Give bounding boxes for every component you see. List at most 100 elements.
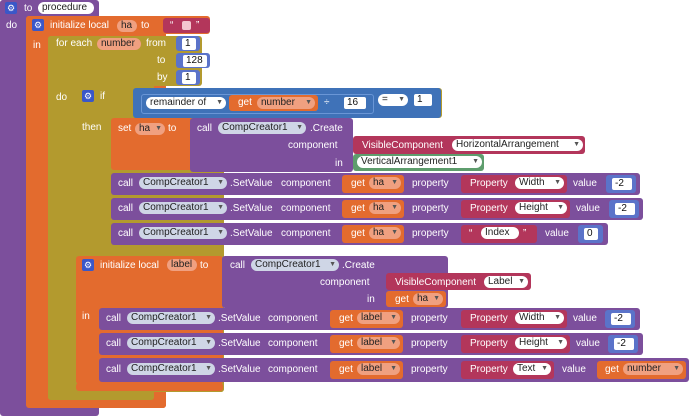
row3-var-dropdown[interactable]: ha▼ — [369, 227, 401, 239]
vertical-arrangement-text: VerticalArrangement1 — [361, 156, 458, 167]
get-var-dropdown[interactable]: number▼ — [257, 97, 315, 109]
chevron-down-icon: ▼ — [305, 99, 312, 106]
row3-text-field[interactable]: Index — [481, 227, 519, 239]
label-create-comp-dropdown[interactable]: CompCreator1▼ — [251, 259, 339, 271]
equals-value[interactable]: 1 — [414, 94, 432, 106]
empty-string-field[interactable] — [182, 21, 191, 30]
row4-num-value[interactable]: -2 — [611, 313, 631, 325]
create-comp-text: CompCreator1 — [222, 122, 288, 133]
row5-prop-dropdown[interactable]: Height▼ — [515, 337, 567, 349]
from-number-value[interactable]: 1 — [182, 38, 196, 50]
row6-var-dropdown[interactable]: label▼ — [357, 363, 400, 375]
remainder-op-text: remainder of — [150, 97, 207, 108]
then-label: then — [82, 122, 102, 133]
row2-comp-text: CompCreator1 — [143, 202, 209, 213]
row2-num-value[interactable]: -2 — [615, 203, 635, 215]
divisor-value[interactable]: 16 — [344, 97, 366, 109]
init-label-var-name[interactable]: label — [167, 259, 197, 271]
for-each-do-label: do — [56, 92, 68, 103]
init-label-bottom-bar — [76, 383, 223, 391]
row6-method: .SetValue — [218, 364, 261, 375]
row1-get: get — [351, 178, 365, 189]
vertical-arrangement-dropdown[interactable]: VerticalArrangement1▼ — [357, 156, 482, 168]
init-ha-gear-icon[interactable]: ⚙ — [32, 19, 44, 31]
row5-comp-dropdown[interactable]: CompCreator1▼ — [127, 337, 215, 349]
row1-var-dropdown[interactable]: ha ▼ — [369, 177, 401, 189]
chevron-down-icon: ▼ — [296, 124, 303, 131]
row3-comp-text: CompCreator1 — [143, 227, 209, 238]
row2-call: call — [118, 203, 134, 214]
label-kind-dropdown[interactable]: Label ▼ — [484, 276, 528, 288]
chevron-down-icon: ▼ — [391, 179, 398, 186]
row2-prop-kind: Property — [470, 203, 508, 214]
row4-method: .SetValue — [218, 313, 261, 324]
row1-prop-kind: Property — [470, 178, 508, 189]
procedure-name-field[interactable]: procedure — [38, 2, 94, 14]
row2-component: component — [281, 203, 331, 214]
label-get-var-dropdown[interactable]: ha▼ — [413, 293, 443, 305]
text-quote-right: ” — [196, 20, 200, 31]
row3-comp-dropdown[interactable]: CompCreator1▼ — [139, 227, 227, 239]
procedure-gear-icon[interactable]: ⚙ — [5, 2, 17, 14]
for-each-var-name[interactable]: number — [97, 38, 141, 50]
chevron-down-icon: ▼ — [391, 204, 398, 211]
label-kind-text: Label — [488, 276, 513, 287]
row6-prop-kind: Property — [470, 364, 508, 375]
row3-call: call — [118, 228, 134, 239]
row1-var-text: ha — [373, 177, 385, 188]
row2-comp-dropdown[interactable]: CompCreator1▼ — [139, 202, 227, 214]
row5-call: call — [106, 338, 122, 349]
row3-component: component — [281, 228, 331, 239]
chevron-down-icon: ▼ — [391, 229, 398, 236]
row2-prop-dropdown[interactable]: Height▼ — [515, 202, 567, 214]
row1-comp-dropdown[interactable]: CompCreator1▼ — [139, 177, 227, 189]
row2-var-dropdown[interactable]: ha▼ — [369, 202, 401, 214]
row6-prop-dropdown[interactable]: Text▼ — [513, 363, 551, 375]
row2-value: value — [576, 203, 600, 214]
init-label-in-kw: in — [82, 311, 90, 322]
row6-prop-text: Text — [517, 363, 536, 374]
row4-comp-dropdown[interactable]: CompCreator1▼ — [127, 312, 215, 324]
row6-comp-text: CompCreator1 — [131, 363, 197, 374]
arrangement-dropdown[interactable]: HorizontalArrangement ▼ — [452, 139, 583, 151]
row2-method: .SetValue — [230, 203, 273, 214]
chevron-down-icon: ▼ — [390, 339, 397, 346]
remainder-op-dropdown[interactable]: remainder of ▼ — [146, 97, 226, 109]
chevron-down-icon: ▼ — [216, 99, 223, 106]
create-comp-dropdown[interactable]: CompCreator1 ▼ — [218, 122, 306, 134]
row1-comp-text: CompCreator1 — [143, 177, 209, 188]
if-gear-icon[interactable]: ⚙ — [82, 90, 94, 102]
by-number-value[interactable]: 1 — [182, 72, 196, 84]
row4-var-dropdown[interactable]: label▼ — [357, 312, 400, 324]
to-number-value[interactable]: 128 — [183, 55, 207, 67]
row6-comp-dropdown[interactable]: CompCreator1▼ — [127, 363, 215, 375]
label-create-call: call — [230, 260, 246, 271]
label-create-method: .Create — [342, 260, 375, 271]
chevron-down-icon: ▼ — [433, 295, 440, 302]
get-label: get — [238, 97, 252, 108]
create-method-label: .Create — [310, 123, 343, 134]
init-label-gear-icon[interactable]: ⚙ — [82, 259, 94, 271]
chevron-down-icon: ▼ — [518, 278, 525, 285]
arrangement-text: HorizontalArrangement — [456, 139, 559, 150]
row1-num-value[interactable]: -2 — [612, 178, 632, 190]
row5-num-value[interactable]: -2 — [614, 338, 634, 350]
row5-var-dropdown[interactable]: label▼ — [357, 337, 400, 349]
row1-prop-dropdown[interactable]: Width▼ — [515, 177, 564, 189]
divide-symbol: ÷ — [324, 97, 330, 108]
row4-comp-text: CompCreator1 — [131, 312, 197, 323]
set-var-dropdown[interactable]: ha▼ — [135, 123, 165, 135]
row2-get: get — [351, 203, 365, 214]
row1-property: property — [412, 178, 449, 189]
row3-value: value — [545, 228, 569, 239]
chevron-down-icon: ▼ — [573, 141, 580, 148]
row3-num-value[interactable]: 0 — [584, 228, 598, 240]
chevron-down-icon: ▼ — [155, 125, 162, 132]
row1-prop-text: Width — [519, 177, 545, 188]
row6-get2-var-dropdown[interactable]: number▼ — [623, 363, 683, 375]
row4-prop-dropdown[interactable]: Width▼ — [515, 312, 564, 324]
row4-property: property — [411, 313, 448, 324]
row3-property: property — [412, 228, 449, 239]
equals-op-dropdown[interactable]: =▼ — [378, 94, 408, 106]
init-ha-var-name[interactable]: ha — [117, 20, 137, 32]
